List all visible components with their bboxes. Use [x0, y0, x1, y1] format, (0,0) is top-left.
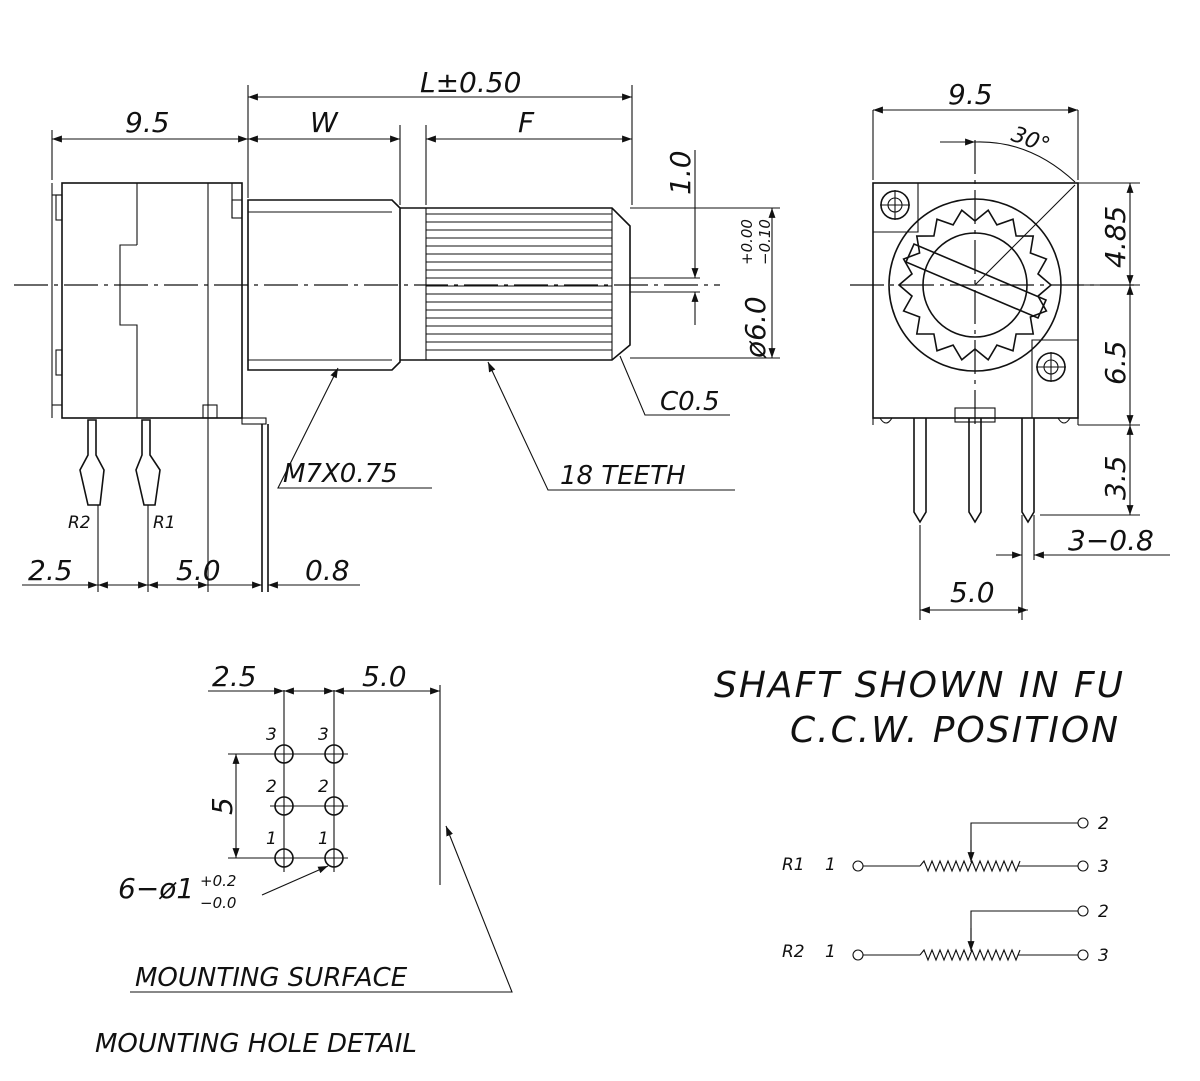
note-line-2: C.C.W. POSITION — [790, 710, 1120, 751]
dim-holes: 6−ø1 — [118, 872, 194, 905]
dim-6-5: 6.5 — [1099, 340, 1132, 385]
r1-label: R1 — [782, 855, 805, 875]
r2-label: R2 — [782, 942, 805, 962]
terminals — [79, 418, 269, 592]
label-teeth: 18 TEETH — [560, 461, 686, 491]
label-chamfer: C0.5 — [660, 387, 720, 417]
pot-body — [51, 182, 267, 425]
label-r1: R1 — [153, 513, 176, 533]
dim-holes-tol-upper: +0.2 — [200, 872, 236, 890]
dim-pin-spacing: 5.0 — [950, 576, 995, 609]
dim-pin: 3−0.8 — [1068, 524, 1154, 557]
hole-label: 2 — [266, 777, 277, 797]
front-view: 9.5 30° 4.85 6.5 3.5 3−0.8 5.0 — [850, 78, 1170, 620]
dim-holes-tol-lower: −0.0 — [200, 894, 236, 912]
dim-3-5: 3.5 — [1099, 455, 1132, 500]
r2-pin-1: 1 — [825, 942, 836, 962]
side-view: L±0.50 9.5 W F 1.0 ø6.0 +0.00 −0.10 C0.5… — [14, 66, 780, 592]
schematic: R1 1 3 2 R2 1 3 2 — [782, 814, 1109, 966]
hole-label: 3 — [318, 725, 329, 745]
hole-label: 1 — [266, 829, 277, 849]
front-housing — [872, 182, 1079, 425]
schematic-r2: R2 1 3 2 — [782, 902, 1109, 966]
dim-5-0: 5.0 — [176, 554, 221, 587]
dim-angle: 30° — [1008, 122, 1053, 159]
dim-2-5: 2.5 — [28, 554, 73, 587]
front-dim-width: 9.5 — [948, 78, 993, 111]
dim-f: F — [518, 106, 535, 139]
dim-body-width: 9.5 — [125, 106, 170, 139]
hole-label: 3 — [266, 725, 277, 745]
r2-pin-3: 3 — [1098, 946, 1109, 966]
threaded-bushing — [247, 199, 401, 371]
dim-tooth-depth: 1.0 — [664, 150, 697, 195]
front-pins — [913, 418, 1035, 524]
hole-detail-title: MOUNTING HOLE DETAIL — [95, 1029, 417, 1059]
hole-dim-5: 5 — [206, 797, 239, 815]
knurled-shaft — [400, 207, 700, 361]
hole-grid: 3 3 2 2 1 1 — [266, 725, 348, 872]
label-thread: M7X0.75 — [283, 459, 398, 489]
dim-4-85: 4.85 — [1099, 206, 1132, 268]
note-line-1: SHAFT SHOWN IN FU — [714, 665, 1125, 706]
dim-0-8: 0.8 — [305, 554, 350, 587]
dim-shaft-diameter: ø6.0 — [739, 296, 772, 359]
dim-total-length: L±0.50 — [420, 66, 521, 99]
label-r2: R2 — [68, 513, 91, 533]
r2-pin-2: 2 — [1098, 902, 1109, 922]
mounting-hole-detail: 2.5 5.0 5 3 3 2 2 1 1 6−ø1 +0.2 −0 — [95, 660, 513, 1059]
r1-pin-3: 3 — [1098, 857, 1109, 877]
hole-dim-2-5: 2.5 — [212, 660, 257, 693]
position-note: SHAFT SHOWN IN FU C.C.W. POSITION — [714, 665, 1125, 751]
label-mounting-surface: MOUNTING SURFACE — [135, 963, 408, 993]
rotor-knurl — [888, 184, 1076, 372]
hole-label: 2 — [318, 777, 329, 797]
hole-label: 1 — [318, 829, 329, 849]
knurl-lines — [426, 213, 612, 351]
r1-pin-2: 2 — [1098, 814, 1109, 834]
r1-pin-1: 1 — [825, 855, 836, 875]
dim-shaft-tol-lower: −0.10 — [756, 219, 774, 265]
schematic-r1: R1 1 3 2 — [782, 814, 1109, 877]
hole-dim-5-0: 5.0 — [362, 660, 407, 693]
dim-shaft-tol-upper: +0.00 — [738, 219, 756, 265]
dim-w: W — [310, 106, 339, 139]
